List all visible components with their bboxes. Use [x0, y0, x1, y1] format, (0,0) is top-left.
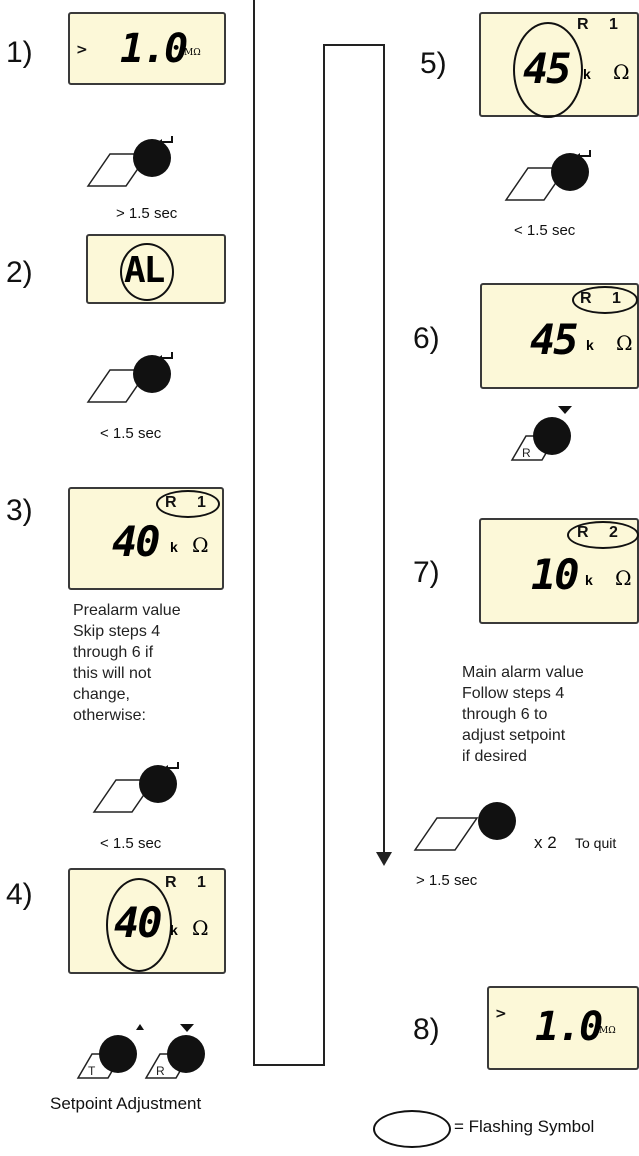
note-line: Prealarm value	[73, 602, 181, 619]
svg-text:T: T	[88, 1064, 96, 1078]
note-line: change,	[73, 686, 130, 703]
flow-line-left	[253, 0, 255, 1066]
display-unit-kilo: k	[170, 922, 178, 938]
display-unit-kilo: k	[586, 337, 594, 353]
enter-button-icon	[504, 150, 591, 201]
lcd-display-step-4: R 1 40 k Ω	[68, 868, 226, 974]
press-time-label: > 1.5 sec	[416, 872, 478, 889]
setpoint-adjustment-caption: Setpoint Adjustment	[50, 1094, 202, 1113]
display-value: 40	[112, 517, 161, 566]
step-number-3: 3)	[6, 494, 33, 527]
display-unit: MΩ	[599, 1026, 616, 1036]
note-line: if desired	[462, 748, 527, 765]
note-line: Main alarm value	[462, 664, 584, 681]
lcd-display-step-8: > 1.0 MΩ	[487, 986, 639, 1070]
display-unit-kilo: k	[583, 66, 591, 82]
display-unit-ohm: Ω	[616, 331, 633, 355]
step-number-7: 7)	[413, 556, 440, 589]
quit-button-icon	[413, 802, 516, 851]
flashing-indicator-ring	[572, 286, 638, 314]
display-unit-ohm: Ω	[615, 566, 632, 590]
press-count-label: x 2	[534, 833, 557, 852]
press-time-label: < 1.5 sec	[514, 222, 576, 239]
press-time-label: > 1.5 sec	[116, 205, 178, 222]
flashing-indicator-ring	[120, 243, 174, 301]
flashing-indicator-ring	[156, 490, 220, 518]
flashing-indicator-ring	[513, 22, 583, 118]
relay-indicator: R 1	[165, 874, 214, 891]
step-number-1: 1)	[6, 36, 33, 69]
display-unit-kilo: k	[170, 539, 178, 555]
down-button-icon: R	[144, 1024, 205, 1079]
enter-button-icon	[86, 352, 173, 403]
step-number-6: 6)	[413, 322, 440, 355]
lcd-display-step-7: R 2 10 k Ω	[479, 518, 639, 624]
prealarm-note: Prealarm value Skip steps 4 through 6 if…	[73, 600, 243, 726]
display-value: 1.0	[120, 26, 188, 72]
display-unit-ohm: Ω	[192, 533, 209, 557]
enter-button-icon	[86, 136, 173, 187]
display-unit-ohm: Ω	[613, 60, 630, 84]
note-line: adjust setpoint	[462, 727, 566, 744]
display-value: 45	[530, 315, 579, 364]
legend-flashing-symbol	[373, 1110, 451, 1148]
lcd-display-step-2: AL	[86, 234, 226, 304]
flashing-indicator-ring	[106, 878, 172, 972]
flow-line-middle	[323, 44, 325, 1066]
svg-text:R: R	[522, 446, 531, 460]
lcd-display-step-6: R 1 45 k Ω	[480, 283, 639, 389]
display-value: 10	[531, 550, 580, 599]
flow-line-bottom	[253, 1064, 325, 1066]
step-number-2: 2)	[6, 256, 33, 289]
caret-indicator: >	[495, 1006, 507, 1022]
display-value: 1.0	[535, 1004, 603, 1050]
step-number-8: 8)	[413, 1013, 440, 1046]
step-number-5: 5)	[420, 47, 447, 80]
svg-text:R: R	[156, 1064, 165, 1078]
flow-line-right	[383, 44, 385, 854]
display-unit: MΩ	[184, 48, 201, 58]
press-time-label: < 1.5 sec	[100, 425, 162, 442]
note-line: otherwise:	[73, 707, 146, 724]
flow-line-top	[323, 44, 385, 46]
lcd-display-step-5: R 1 45 k Ω	[479, 12, 639, 118]
note-line: through 6 if	[73, 644, 154, 661]
main-alarm-note: Main alarm value Follow steps 4 through …	[462, 662, 639, 767]
flow-arrow-head	[376, 852, 392, 866]
step-number-4: 4)	[6, 878, 33, 911]
flashing-indicator-ring	[567, 521, 639, 549]
relay-indicator: R 1	[577, 16, 626, 33]
legend-label: = Flashing Symbol	[454, 1117, 595, 1136]
press-time-label: < 1.5 sec	[100, 835, 162, 852]
note-line: through 6 to	[462, 706, 548, 723]
enter-button-icon	[92, 762, 179, 813]
lcd-display-step-1: > 1.0 MΩ	[68, 12, 226, 85]
display-unit-ohm: Ω	[192, 916, 209, 940]
down-button-icon: R	[510, 406, 572, 461]
lcd-display-step-3: R 1 40 k Ω	[68, 487, 224, 590]
caret-indicator: >	[76, 42, 88, 58]
note-line: this will not	[73, 665, 152, 682]
up-button-icon: T	[76, 1024, 144, 1079]
quit-label: To quit	[575, 835, 617, 851]
note-line: Skip steps 4	[73, 623, 161, 640]
note-line: Follow steps 4	[462, 685, 565, 702]
display-unit-kilo: k	[585, 572, 593, 588]
